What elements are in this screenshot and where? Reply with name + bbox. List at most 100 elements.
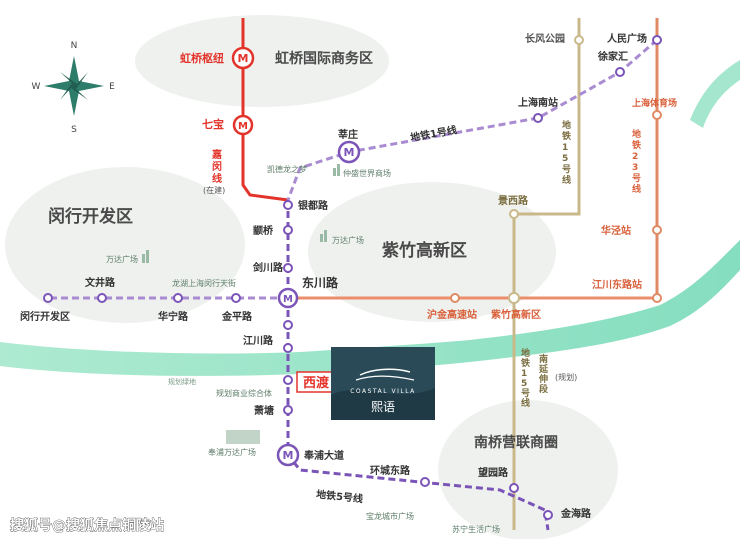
station-zizhu-hq[interactable] — [508, 292, 520, 304]
station-wangyuan[interactable] — [509, 483, 519, 493]
interchange-qibao-icon[interactable] — [232, 114, 254, 136]
line15-ext-label-text: 南延伸段 — [538, 353, 549, 395]
district-zizhu — [308, 182, 556, 322]
jiamin-track — [241, 18, 289, 202]
station-jianchuan-w[interactable] — [231, 293, 241, 303]
station-renmin[interactable] — [652, 35, 662, 45]
station-label-jinhai: 金海路 — [560, 507, 592, 520]
building-icon — [320, 234, 323, 242]
poi-wanda-zizhu: 万达广场 — [332, 235, 364, 245]
district-hongqiao — [133, 13, 391, 109]
station-label-wangyuan: 望园路 — [478, 466, 509, 479]
station-minhang-kfq[interactable] — [43, 293, 53, 303]
poi-kaide: 凯德龙之梦 — [267, 164, 307, 174]
station-label-xiaotang: 萧塘 — [254, 404, 274, 417]
station-shanghai-south[interactable] — [533, 113, 543, 123]
building-icon — [333, 168, 336, 176]
poi-fengxian-wanda: 奉浦万达广场 — [208, 447, 256, 457]
compass-e: E — [109, 82, 115, 92]
poi-baolong: 宝龙城市广场 — [366, 511, 414, 521]
station-label-shanghai-stadium: 上海体育场 — [632, 97, 677, 109]
station-yinqiao[interactable] — [283, 225, 293, 235]
district-nanqiao — [438, 400, 618, 539]
poi-wanda-minhang: 万达广场 — [106, 254, 138, 264]
project-card[interactable]: COASTAL VILLA 熙语 — [331, 347, 435, 420]
line1-label: 地铁1号线 — [409, 123, 458, 144]
station-changfeng[interactable] — [574, 35, 584, 45]
station-label-hujin: 沪金高速站 — [427, 308, 477, 321]
station-label-renmin: 人民广场 — [607, 32, 647, 45]
station-jiangchuan-east[interactable] — [652, 293, 662, 303]
station-huancheng[interactable] — [420, 477, 430, 487]
metro-interchange-icons: M M M M M — [231, 46, 361, 467]
compass: N S E W — [32, 41, 116, 135]
poi-suning: 苏宁生活广场 — [452, 524, 500, 534]
station-label-huancheng: 环城东路 — [370, 464, 411, 477]
station-label-changfeng: 长风公园 — [525, 32, 565, 45]
station-label-xinzhuang: 莘庄 — [338, 128, 358, 141]
interchange-hongqiao-icon[interactable] — [231, 46, 255, 70]
jiamin-note: (在建) — [203, 185, 225, 195]
station-label-jiangchuan-east: 江川东路站 — [592, 278, 642, 291]
station-wenjing-w[interactable] — [97, 293, 107, 303]
station-jingxi[interactable] — [509, 209, 519, 219]
interchange-dongchuan-icon[interactable] — [277, 287, 299, 309]
station-label-dongchuan: 东川路 — [302, 275, 339, 290]
building-icon — [226, 430, 260, 444]
station-xiaotang[interactable] — [283, 405, 293, 415]
station-jiangchuan[interactable] — [283, 343, 293, 353]
station-label-minhang-kfq: 闵行开发区 — [20, 310, 70, 323]
river — [0, 240, 740, 376]
station-huajing[interactable] — [652, 225, 662, 235]
compass-n: N — [71, 41, 78, 51]
line15-ext-note: (规划) — [555, 372, 577, 382]
station-label-jingxi: 景西路 — [498, 194, 529, 207]
district-label-hongqiao: 虹桥国际商务区 — [275, 50, 373, 67]
station-shanghai-stadium[interactable] — [652, 110, 662, 120]
river-upper — [690, 60, 740, 128]
poi-longhu: 龙湖上海闵行天街 — [172, 278, 236, 288]
station-label-yinqiao: 颛桥 — [253, 224, 274, 237]
station-label-jianchuan: 剑川路 — [252, 261, 284, 274]
poi-icons — [142, 164, 340, 444]
interchange-xinzhuang-icon[interactable] — [337, 140, 361, 164]
district-label-minhang: 闵行开发区 — [48, 206, 133, 227]
svg-text:M: M — [283, 294, 293, 305]
station-label-xujiahui: 徐家汇 — [597, 50, 628, 63]
svg-text:M: M — [238, 121, 248, 132]
station-jinhai[interactable] — [543, 510, 553, 520]
station-hujin[interactable] — [450, 293, 460, 303]
station-xidu[interactable] — [283, 375, 293, 385]
station-label-hongqiao-hub: 虹桥枢纽 — [180, 51, 224, 65]
station-label-jiangchuan: 江川路 — [243, 334, 274, 347]
district-label-nanqiao: 南桥营联商圈 — [474, 434, 558, 451]
station-label-huaning: 华宁路 — [158, 310, 189, 323]
poi-zhongsheng: 仲盛世界商场 — [343, 168, 391, 178]
station-xujiahui[interactable] — [615, 67, 625, 77]
jiamin-line-label-text: 嘉闵线 — [211, 148, 222, 185]
station-label-zizhu-hq: 紫竹高新区 — [491, 308, 541, 321]
station-jinping[interactable] — [283, 320, 293, 330]
building-icon — [142, 254, 145, 263]
station-huaning-w[interactable] — [173, 293, 183, 303]
district-minhang — [5, 167, 245, 323]
station-label-jinping: 金平路 — [221, 310, 253, 323]
interchange-fengpu-icon[interactable] — [276, 443, 300, 467]
station-label-fengpu: 奉浦大道 — [303, 449, 344, 462]
project-brand-cn: 熙语 — [371, 400, 395, 414]
station-label-shanghai-south: 上海南站 — [518, 96, 558, 109]
station-label-huajing: 华泾站 — [601, 224, 631, 237]
district-label-zizhu: 紫竹高新区 — [382, 240, 467, 261]
station-jianchuan[interactable] — [283, 263, 293, 273]
station-label-yindu: 银都路 — [298, 199, 329, 212]
compass-s: S — [71, 125, 77, 135]
line5-label: 地铁5号线 — [316, 488, 364, 506]
station-yindu[interactable] — [283, 200, 293, 210]
